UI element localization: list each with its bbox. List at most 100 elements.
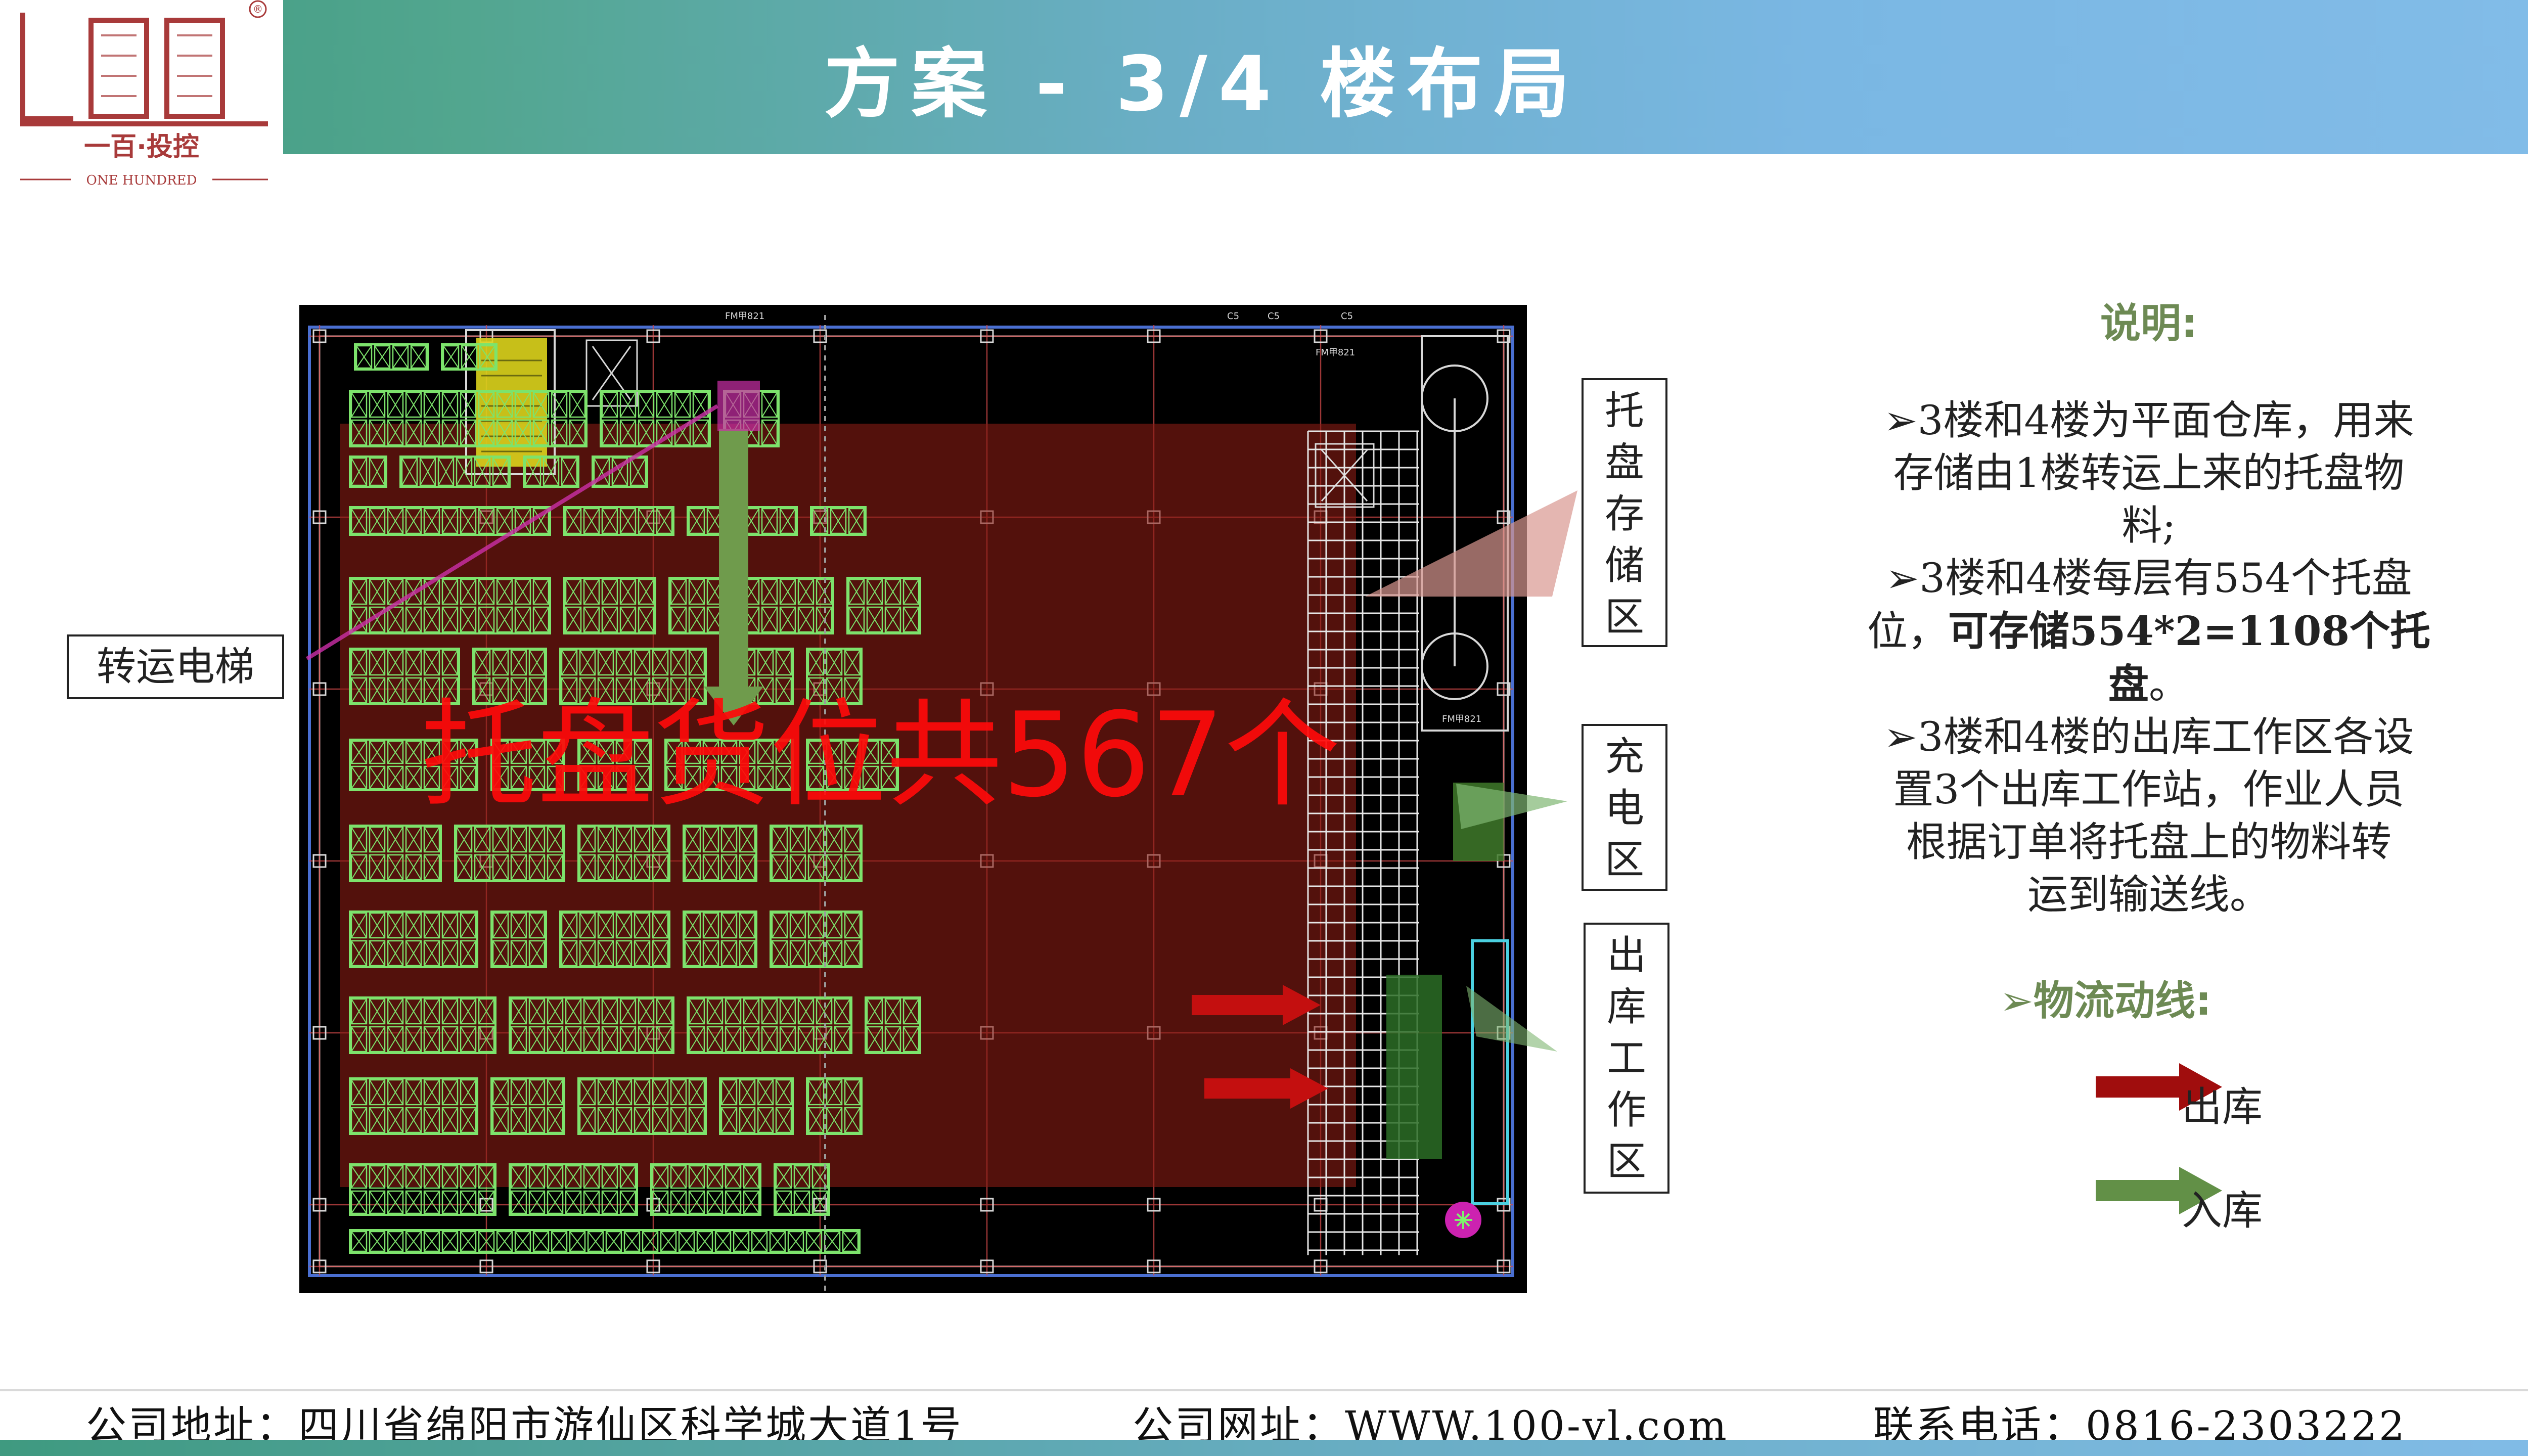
pallet-slot (844, 740, 861, 764)
pallet-slot (597, 740, 614, 764)
pallet-slot-cross (456, 458, 472, 486)
rack-block (774, 1163, 830, 1216)
pallet-slot (579, 940, 596, 967)
rack-outline (846, 577, 921, 634)
pallet-slot (787, 1231, 804, 1252)
pallet-slot (569, 419, 586, 446)
pallet-slot-cross (761, 392, 778, 418)
pallet-slot-cross (511, 650, 527, 675)
pallet-slot (826, 940, 843, 967)
rack-block (683, 825, 757, 882)
pallet-slot-cross (424, 677, 440, 703)
pallet-slot-cross (579, 913, 596, 938)
pallet-slot-cross (387, 766, 403, 789)
pallet-slot-cross (808, 741, 824, 764)
pallet-slot (528, 740, 546, 764)
pallet-slot-cross (460, 741, 476, 764)
pallet-slot (460, 1026, 477, 1053)
pallet-slot-cross (903, 1026, 919, 1052)
pallet-slot (779, 578, 796, 605)
pallet-slot-cross (685, 741, 701, 764)
pallet-slot (884, 998, 901, 1025)
pallet-slot-cross (424, 1191, 440, 1214)
pallet-slot-cross (670, 1107, 687, 1133)
pallet-slot-cross (438, 458, 454, 486)
pallet-slot-cross (652, 650, 668, 675)
pallet-slot (579, 1079, 596, 1106)
pallet-slot-cross (780, 607, 796, 632)
pallet-slot-cross (369, 579, 385, 605)
pallet-slot-cross (478, 392, 494, 418)
pallet-slot (405, 677, 422, 704)
pallet-slot (350, 677, 368, 704)
pallet-slot (478, 1231, 495, 1252)
pallet-slot (634, 940, 651, 967)
pallet-slot (547, 1190, 564, 1214)
pallet-slot (492, 854, 509, 881)
pallet-slot-cross (721, 1107, 737, 1133)
pallet-slot (761, 419, 778, 446)
pallet-slot-cross (656, 508, 672, 534)
pallet-slot-cross (885, 998, 901, 1024)
pallet-slot-cross (369, 420, 385, 445)
pallet-slot-cross (579, 741, 596, 764)
pallet-slot (492, 826, 509, 853)
pallet-slot (775, 1190, 792, 1214)
pallet-slot (423, 940, 440, 967)
pallet-slot-cross (387, 677, 403, 703)
pallet-slot-cross (387, 854, 403, 880)
svg-text:FM甲821: FM甲821 (1442, 714, 1481, 724)
pallet-slot-cross (533, 579, 549, 605)
pallet-slot-cross (685, 940, 701, 966)
pallet-slot-cross (579, 677, 596, 703)
pallet-slot (355, 345, 373, 369)
pallet-slot-cross (351, 1079, 367, 1105)
pallet-slot (474, 854, 491, 881)
pallet-slot (350, 606, 368, 633)
pallet-slot (688, 1165, 705, 1189)
pallet-slot (510, 740, 527, 764)
pallet-slot-cross (405, 1079, 422, 1105)
outbound-stations (1386, 939, 1509, 1205)
pallet-slot (547, 1165, 564, 1189)
pallet-slot (514, 391, 531, 418)
pallet-slot (405, 1107, 422, 1133)
pallet-slot (634, 740, 651, 764)
pallet-slot-cross (616, 650, 632, 675)
pallet-slot (405, 998, 422, 1025)
pallet-slot (510, 854, 527, 881)
pallet-slot (510, 677, 527, 704)
pallet-slot (423, 826, 440, 853)
pallet-slot (405, 578, 422, 605)
pallet-slot-cross (387, 1191, 403, 1214)
pallet-slot-cross (660, 1231, 676, 1252)
pallet-slot-cross (579, 1079, 596, 1105)
pallet-slot-cross (652, 940, 668, 966)
pallet-slot (478, 606, 495, 633)
pallet-slot (619, 606, 637, 633)
pallet-slot (656, 508, 673, 534)
pallet-slot-cross (776, 1079, 792, 1105)
pallet-slot-cross (369, 766, 385, 789)
pallet-slot-cross (547, 1165, 563, 1189)
pallet-slot (771, 912, 788, 939)
pallet-slot-cross (424, 508, 440, 534)
pallet-slot (696, 1231, 713, 1252)
rack-block (687, 996, 852, 1054)
pallet-slot (826, 854, 843, 881)
pallet-slot (757, 1107, 774, 1133)
pallet-slot-cross (842, 1231, 859, 1252)
pallet-slot-cross (826, 913, 842, 938)
pallet-slot (387, 854, 404, 881)
pallet-slot-cross (529, 913, 545, 938)
pallet-slot (605, 1231, 622, 1252)
pallet-slot (532, 578, 550, 605)
pallet-slot (652, 1079, 669, 1106)
pallet-slot-cross (616, 940, 632, 966)
rack-block (509, 996, 674, 1054)
pallet-slot (623, 1231, 641, 1252)
pallet-slot (492, 1107, 509, 1133)
pallet-slot (441, 1107, 459, 1133)
pallet-slot-cross (602, 1026, 618, 1052)
pallet-slot (779, 998, 796, 1025)
